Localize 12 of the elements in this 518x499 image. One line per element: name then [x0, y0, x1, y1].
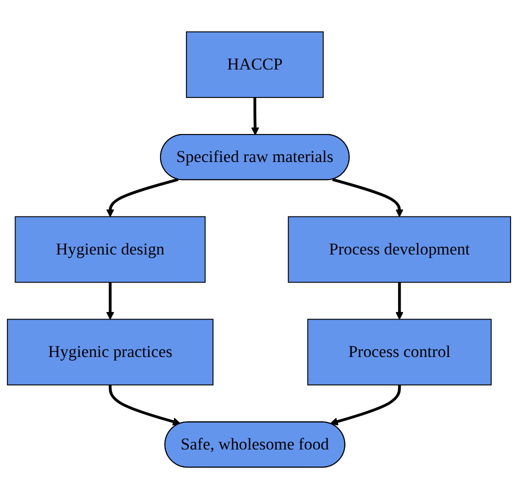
- node-box: Hygienic design: [14, 216, 206, 283]
- arrow: [330, 384, 401, 426]
- arrow: [108, 384, 181, 426]
- arrow: [251, 97, 260, 136]
- arrow: [106, 178, 178, 218]
- node-box: Process control: [307, 318, 492, 386]
- node-box: Process development: [288, 216, 512, 283]
- node-box: Hygienic practices: [6, 318, 214, 386]
- arrow: [395, 282, 404, 320]
- arrow: [332, 178, 404, 218]
- arrow: [106, 282, 114, 320]
- node-box: HACCP: [186, 31, 324, 98]
